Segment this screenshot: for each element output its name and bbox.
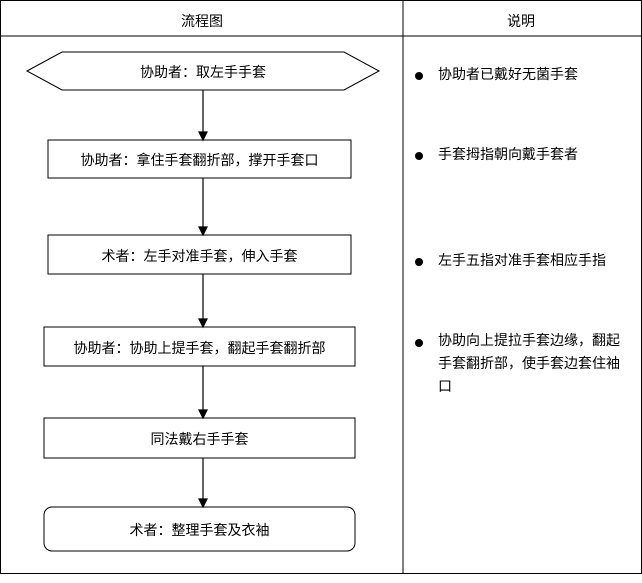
flow-column-header: 流程图 [181, 14, 223, 30]
flow-step-2-box [47, 139, 352, 179]
flow-step-5-label: 同法戴右手手套 [150, 432, 249, 448]
notes-column-header: 说明 [507, 14, 535, 30]
flow-start-hexagon [25, 51, 381, 91]
flow-step-5-box [43, 417, 356, 459]
note-2: 手套拇指朝向戴手套者 [438, 147, 578, 163]
arrow-5-head [198, 498, 208, 509]
flow-arrows [198, 90, 208, 509]
note-3: 左手五指对准手套相应手指 [438, 253, 606, 269]
note-bullet-3 [415, 258, 423, 266]
flow-step-2-label: 协助者：拿住手套翻折部，撑开手套口 [80, 153, 319, 169]
arrow-3-head [198, 318, 208, 329]
note-4: 协助向上提拉手套边缘，翻起手套翻折部，使手套边套住袖口 [438, 333, 620, 395]
arrow-2-head [198, 226, 208, 237]
flow-step-1-label: 协助者：取左手手套 [140, 65, 266, 81]
note-1: 协助者已戴好无菌手套 [438, 67, 578, 83]
arrow-1-head [198, 131, 208, 142]
flow-step-4-label: 协助者：协助上提手套，翻起手套翻折部 [73, 341, 326, 357]
flow-end-box [43, 506, 356, 552]
note-bullet-1 [415, 72, 423, 80]
flow-end-label: 术者：整理手套及衣袖 [129, 523, 270, 539]
arrow-4-head [198, 409, 208, 420]
note-bullet-4 [415, 339, 423, 347]
flow-step-3-label: 术者：左手对准手套，伸入手套 [101, 249, 298, 265]
note-bullet-2 [415, 152, 423, 160]
flow-step-3-box [47, 234, 352, 275]
flow-step-4-box [43, 326, 356, 367]
